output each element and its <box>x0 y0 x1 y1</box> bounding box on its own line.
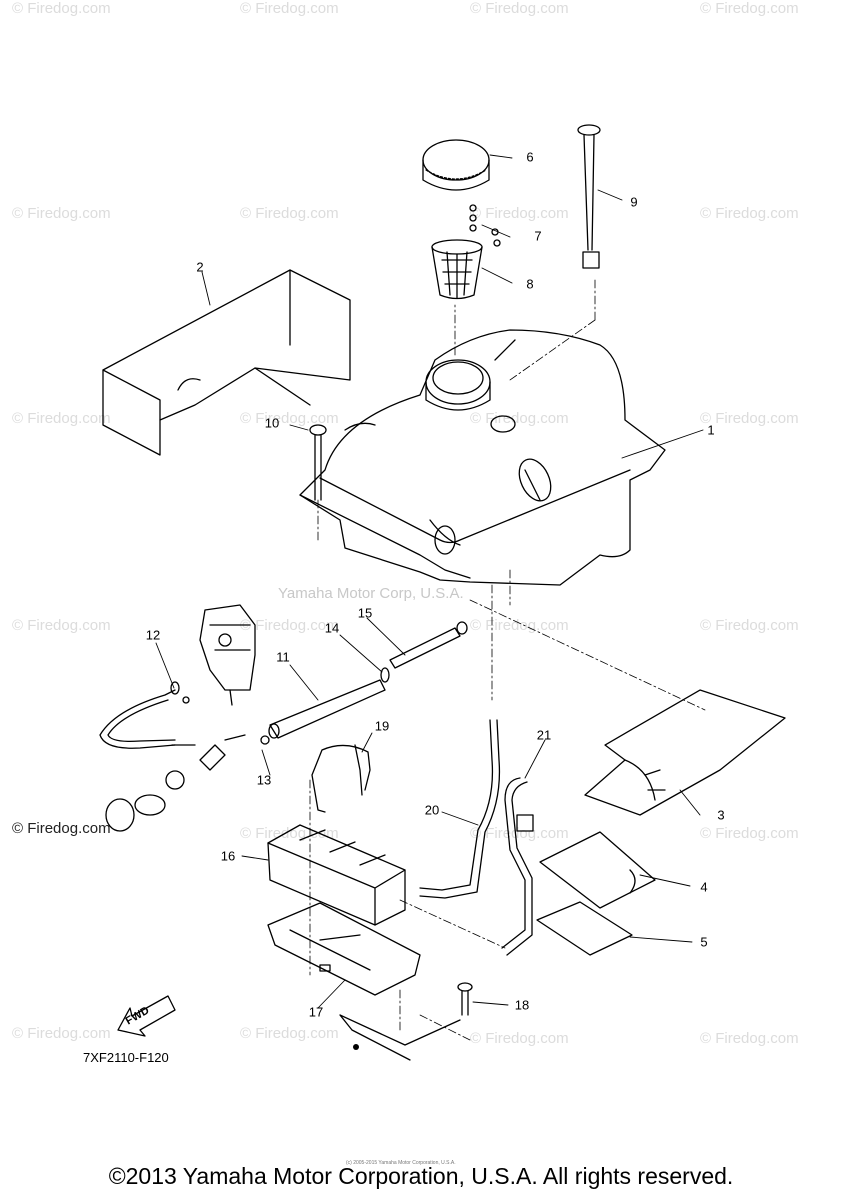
part-7-small-parts <box>469 204 501 247</box>
filler-neck <box>425 339 516 433</box>
part-10-bolt <box>309 424 327 501</box>
fittings <box>105 696 270 832</box>
firedog-label: © Firedog.com <box>12 820 111 837</box>
watermark: © Firedog.com <box>700 1030 799 1047</box>
part-2-heat-shield <box>102 269 351 456</box>
part-11-hose <box>268 679 386 739</box>
center-watermark: Yamaha Motor Corp, U.S.A. <box>278 585 464 602</box>
callout-2: 2 <box>196 259 204 275</box>
callout-7: 7 <box>534 228 542 244</box>
part-6-fuel-cap <box>422 139 490 191</box>
leader-lines <box>155 154 704 1009</box>
watermark: © Firedog.com <box>700 0 799 17</box>
watermark: © Firedog.com <box>700 825 799 842</box>
fine-print: (c) 2005-2015 Yamaha Motor Corporation, … <box>346 1160 456 1166</box>
callout-18: 18 <box>514 997 530 1013</box>
part-20-hose <box>419 719 501 899</box>
watermark: © Firedog.com <box>470 0 569 17</box>
callout-20: 20 <box>424 802 440 818</box>
callout-16: 16 <box>220 848 236 864</box>
watermark: © Firedog.com <box>470 825 569 842</box>
copyright-notice: ©2013 Yamaha Motor Corporation, U.S.A. A… <box>108 1163 734 1189</box>
part-17-tray <box>267 902 461 1061</box>
callout-17: 17 <box>308 1004 324 1020</box>
diagram-code: 7XF2110-F120 <box>83 1050 169 1065</box>
callout-19: 19 <box>374 718 390 734</box>
watermark: © Firedog.com <box>470 410 569 427</box>
part-9-fuel-gauge <box>577 124 601 269</box>
nut-dot <box>353 1044 359 1050</box>
watermark: © Firedog.com <box>470 617 569 634</box>
part-12-hose <box>99 681 180 749</box>
watermark: © Firedog.com <box>240 1025 339 1042</box>
callout-1: 1 <box>707 422 715 438</box>
callout-13: 13 <box>256 772 272 788</box>
callout-12: 12 <box>145 627 161 643</box>
watermark: © Firedog.com <box>240 825 339 842</box>
watermark: © Firedog.com <box>240 617 339 634</box>
part-5-pad <box>536 901 633 956</box>
watermark: © Firedog.com <box>700 205 799 222</box>
part-18-bolt <box>457 982 473 1016</box>
watermark: © Firedog.com <box>700 617 799 634</box>
callout-5: 5 <box>700 934 708 950</box>
callout-9: 9 <box>630 194 638 210</box>
part-4-pad <box>539 831 656 909</box>
carburetor-assembly <box>199 604 256 706</box>
part-15-pipe <box>389 621 468 669</box>
watermark: © Firedog.com <box>12 410 111 427</box>
part-3-shield-plate <box>584 689 786 816</box>
part-14-clamp <box>380 667 390 683</box>
watermark: © Firedog.com <box>240 0 339 17</box>
callout-15: 15 <box>357 605 373 621</box>
callout-10: 10 <box>264 415 280 431</box>
alignment-lines <box>309 279 706 1041</box>
callout-11: 11 <box>276 649 290 665</box>
fwd-arrow <box>117 995 176 1037</box>
watermark: © Firedog.com <box>470 205 569 222</box>
watermark: © Firedog.com <box>240 205 339 222</box>
watermark: © Firedog.com <box>700 410 799 427</box>
watermark: © Firedog.com <box>12 0 111 17</box>
part-19-bracket <box>311 744 371 813</box>
part-1-fuel-tank <box>299 329 666 586</box>
callout-4: 4 <box>700 879 708 895</box>
part-8-strainer <box>431 239 483 300</box>
part-21-hose <box>501 777 534 956</box>
callout-8: 8 <box>526 276 534 292</box>
watermark: © Firedog.com <box>12 617 111 634</box>
callout-6: 6 <box>526 149 534 165</box>
watermark: © Firedog.com <box>12 1025 111 1042</box>
callout-21: 21 <box>536 727 552 743</box>
watermark: © Firedog.com <box>12 205 111 222</box>
callout-3: 3 <box>717 807 725 823</box>
watermark: © Firedog.com <box>470 1030 569 1047</box>
watermark: © Firedog.com <box>240 410 339 427</box>
callout-14: 14 <box>324 620 340 636</box>
part-16-canister <box>267 824 406 926</box>
